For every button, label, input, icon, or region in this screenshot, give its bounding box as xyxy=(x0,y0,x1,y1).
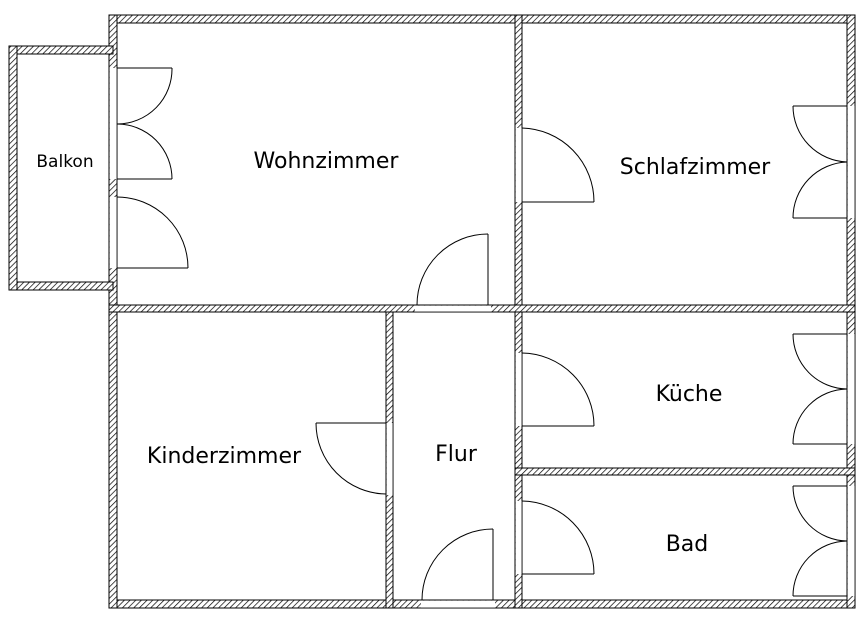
opening-wohn-balkon-1 xyxy=(109,68,117,179)
opening-schlaf-window xyxy=(847,106,855,218)
wall-kueche-bad xyxy=(514,467,856,476)
window-schlaf xyxy=(792,105,848,219)
wall-outer-top xyxy=(108,14,852,24)
openings xyxy=(109,68,855,608)
opening-flur-kueche xyxy=(515,353,522,426)
wall-balkon-bottom xyxy=(8,281,114,291)
door-wohn-flur xyxy=(416,233,489,306)
door-wohn-balkon-1 xyxy=(116,67,173,180)
opening-kueche-window xyxy=(847,334,855,444)
opening-wohn-balkon-2 xyxy=(109,197,117,268)
room-labels: Balkon Wohnzimmer Schlafzimmer Kinderzim… xyxy=(36,149,771,557)
room-label-flur: Flur xyxy=(435,442,478,467)
room-label-wohnzimmer: Wohnzimmer xyxy=(254,149,400,174)
opening-bad-window xyxy=(847,486,855,596)
room-label-bad: Bad xyxy=(666,532,709,557)
opening-flur-bad xyxy=(515,501,522,574)
door-wohn-schlaf xyxy=(521,127,595,203)
window-bad xyxy=(792,485,848,597)
door-flur-bad xyxy=(521,500,595,575)
door-kinder-flur xyxy=(315,422,387,495)
doors xyxy=(116,67,848,601)
door-wohn-balkon-2 xyxy=(116,196,189,269)
window-kueche xyxy=(792,333,848,445)
opening-wohn-flur xyxy=(415,305,491,312)
wall-balkon-top xyxy=(8,45,114,55)
wall-balkon-left xyxy=(8,45,18,291)
opening-kinder-flur xyxy=(386,423,393,495)
door-flur-entry xyxy=(421,528,494,601)
opening-wohn-schlaf xyxy=(515,128,522,202)
room-label-kinderzimmer: Kinderzimmer xyxy=(147,444,302,469)
opening-flur-entry xyxy=(421,600,495,608)
room-label-schlafzimmer: Schlafzimmer xyxy=(620,155,771,180)
door-flur-kueche xyxy=(521,352,595,427)
room-label-balkon: Balkon xyxy=(36,152,93,172)
room-label-kueche: Küche xyxy=(656,382,723,407)
